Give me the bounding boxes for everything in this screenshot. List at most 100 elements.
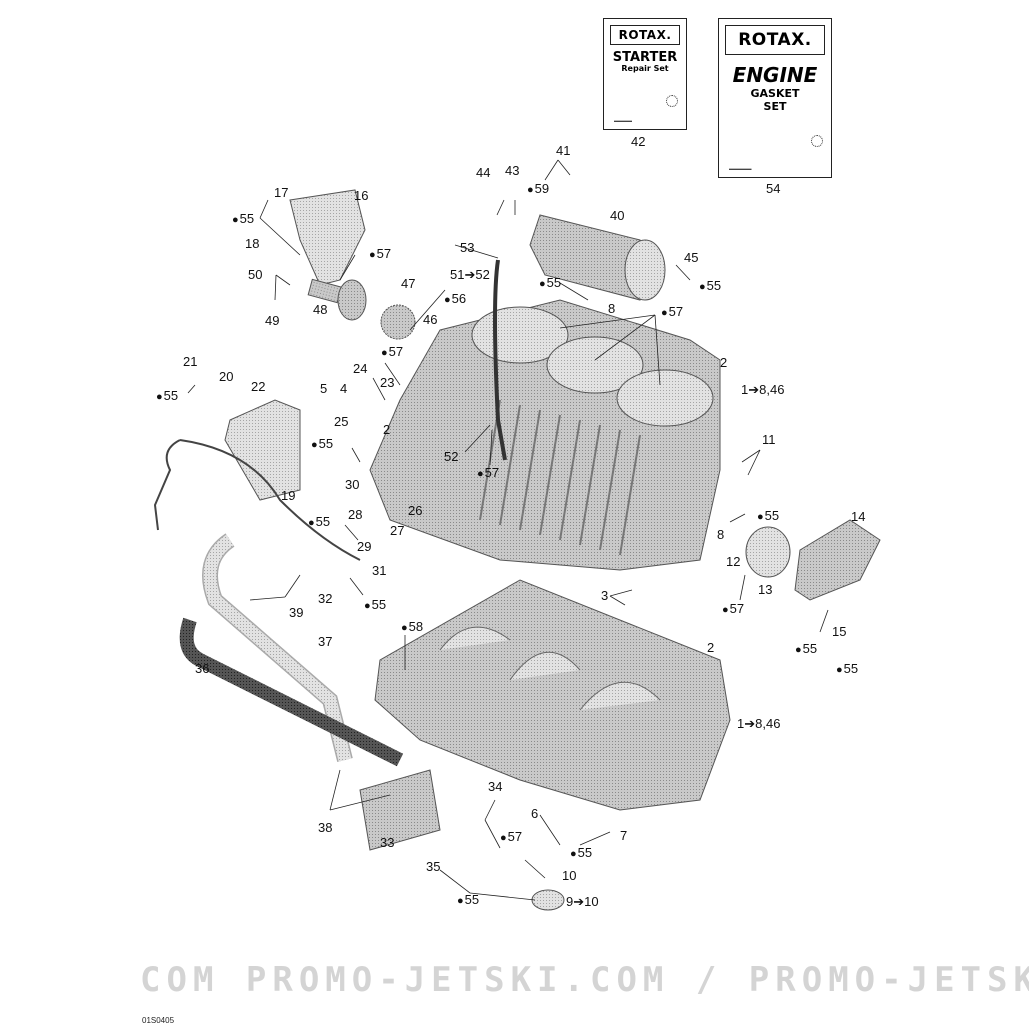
callout-44[interactable]: 44 bbox=[476, 165, 491, 180]
callout-56-lubricant[interactable]: ●56 bbox=[444, 291, 467, 306]
callout-5[interactable]: 5 bbox=[320, 381, 328, 396]
callout-7[interactable]: 7 bbox=[620, 828, 628, 843]
callout-55-lubricant[interactable]: ●55 bbox=[457, 892, 480, 907]
callout-1-8-46[interactable]: 1➔8,46 bbox=[737, 716, 781, 731]
callout-55-lubricant[interactable]: ●55 bbox=[699, 278, 722, 293]
callout-24[interactable]: 24 bbox=[353, 361, 368, 376]
callout-55-lubricant[interactable]: ●55 bbox=[757, 508, 780, 523]
callout-55-lubricant[interactable]: ●55 bbox=[308, 514, 331, 529]
callout-12[interactable]: 12 bbox=[726, 554, 741, 569]
callout-33[interactable]: 33 bbox=[380, 835, 395, 850]
starter-repair-kit[interactable]: ROTAX. STARTER Repair Set ▬▬▬▬ bbox=[603, 18, 687, 130]
callout-11[interactable]: 11 bbox=[762, 432, 776, 447]
callout-18[interactable]: 18 bbox=[245, 236, 260, 251]
starter-bracket bbox=[289, 189, 366, 286]
callout-54[interactable]: 54 bbox=[766, 181, 781, 196]
callout-48[interactable]: 48 bbox=[313, 302, 328, 317]
oil-cooler bbox=[359, 769, 441, 851]
kit-subtitle: GASKET SET bbox=[750, 87, 800, 113]
gear bbox=[380, 304, 416, 340]
callout-52[interactable]: 52 bbox=[444, 449, 459, 464]
callout-34[interactable]: 34 bbox=[488, 779, 503, 794]
callout-23[interactable]: 23 bbox=[380, 375, 395, 390]
cover bbox=[745, 526, 791, 578]
callout-2[interactable]: 2 bbox=[720, 355, 728, 370]
upper-crankcase bbox=[369, 259, 721, 571]
callout-36[interactable]: 36 bbox=[195, 661, 210, 676]
callout-17[interactable]: 17 bbox=[274, 185, 289, 200]
callout-43[interactable]: 43 bbox=[505, 163, 520, 178]
callout-19[interactable]: 19 bbox=[281, 488, 296, 503]
kit-brand: ROTAX. bbox=[725, 25, 825, 55]
callout-2[interactable]: 2 bbox=[707, 640, 715, 655]
callout-55-lubricant[interactable]: ●55 bbox=[795, 641, 818, 656]
callout-26[interactable]: 26 bbox=[408, 503, 423, 518]
callout-42[interactable]: 42 bbox=[631, 134, 646, 149]
callout-55-lubricant[interactable]: ●55 bbox=[570, 845, 593, 860]
callout-49[interactable]: 49 bbox=[265, 313, 280, 328]
callout-55-lubricant[interactable]: ●55 bbox=[311, 436, 334, 451]
callout-45[interactable]: 45 bbox=[684, 250, 699, 265]
callout-38[interactable]: 38 bbox=[318, 820, 333, 835]
callout-13[interactable]: 13 bbox=[758, 582, 773, 597]
callout-31[interactable]: 31 bbox=[372, 563, 387, 578]
callout-55-lubricant[interactable]: ●55 bbox=[232, 211, 255, 226]
callout-50[interactable]: 50 bbox=[248, 267, 263, 282]
callout-55-lubricant[interactable]: ●55 bbox=[539, 275, 562, 290]
callout-22[interactable]: 22 bbox=[251, 379, 266, 394]
engine-gasket-kit[interactable]: ROTAX. ENGINE GASKET SET ▬▬▬▬▬ bbox=[718, 18, 832, 178]
engine-mount-bracket bbox=[224, 399, 301, 501]
callout-59-lubricant[interactable]: ●59 bbox=[527, 181, 550, 196]
oil-drop-icon: ● bbox=[539, 278, 546, 290]
callout-25[interactable]: 25 bbox=[334, 414, 349, 429]
callout-47[interactable]: 47 bbox=[401, 276, 416, 291]
callout-57-lubricant[interactable]: ●57 bbox=[369, 246, 392, 261]
callout-2[interactable]: 2 bbox=[383, 422, 391, 437]
callout-4[interactable]: 4 bbox=[340, 381, 348, 396]
oil-drop-icon: ● bbox=[795, 644, 802, 656]
callout-3[interactable]: 3 bbox=[601, 588, 609, 603]
callout-9-10[interactable]: 9➔10 bbox=[566, 894, 599, 909]
callout-57-lubricant[interactable]: ●57 bbox=[661, 304, 684, 319]
callout-27[interactable]: 27 bbox=[390, 523, 405, 538]
callout-55-lubricant[interactable]: ●55 bbox=[836, 661, 859, 676]
callout-16[interactable]: 16 bbox=[354, 188, 369, 203]
callout-51-52[interactable]: 51➔52 bbox=[450, 267, 490, 282]
callout-57-lubricant[interactable]: ●57 bbox=[477, 465, 500, 480]
callout-41[interactable]: 41 bbox=[556, 143, 571, 158]
callout-8[interactable]: 8 bbox=[717, 527, 725, 542]
callout-21[interactable]: 21 bbox=[183, 354, 198, 369]
callout-29[interactable]: 29 bbox=[357, 539, 372, 554]
seal-icon bbox=[811, 135, 823, 147]
callout-32[interactable]: 32 bbox=[318, 591, 333, 606]
oil-drop-icon: ● bbox=[500, 832, 507, 844]
callout-55-lubricant[interactable]: ●55 bbox=[156, 388, 179, 403]
callout-6[interactable]: 6 bbox=[531, 806, 539, 821]
callout-35[interactable]: 35 bbox=[426, 859, 441, 874]
callout-20[interactable]: 20 bbox=[219, 369, 234, 384]
callout-30[interactable]: 30 bbox=[345, 477, 360, 492]
callout-40[interactable]: 40 bbox=[610, 208, 625, 223]
callout-8[interactable]: 8 bbox=[608, 301, 616, 316]
kit-brand: ROTAX. bbox=[610, 25, 680, 45]
callout-10[interactable]: 10 bbox=[562, 868, 577, 883]
callout-39[interactable]: 39 bbox=[289, 605, 304, 620]
callout-57-lubricant[interactable]: ●57 bbox=[500, 829, 523, 844]
callout-14[interactable]: 14 bbox=[851, 509, 866, 524]
callout-57-lubricant[interactable]: ●57 bbox=[722, 601, 745, 616]
callout-28[interactable]: 28 bbox=[348, 507, 363, 522]
callout-53[interactable]: 53 bbox=[460, 240, 475, 255]
callout-15[interactable]: 15 bbox=[832, 624, 847, 639]
callout-46[interactable]: 46 bbox=[423, 312, 438, 327]
callout-37[interactable]: 37 bbox=[318, 634, 333, 649]
callout-1-8-46[interactable]: 1➔8,46 bbox=[741, 382, 785, 397]
oil-drop-icon: ● bbox=[444, 294, 451, 306]
callout-57-lubricant[interactable]: ●57 bbox=[381, 344, 404, 359]
oil-hose bbox=[179, 617, 404, 767]
callout-58-lubricant[interactable]: ●58 bbox=[401, 619, 424, 634]
fine-print: ▬▬▬▬ bbox=[614, 118, 632, 123]
fine-print: ▬▬▬▬▬ bbox=[729, 166, 752, 171]
callout-55-lubricant[interactable]: ●55 bbox=[364, 597, 387, 612]
